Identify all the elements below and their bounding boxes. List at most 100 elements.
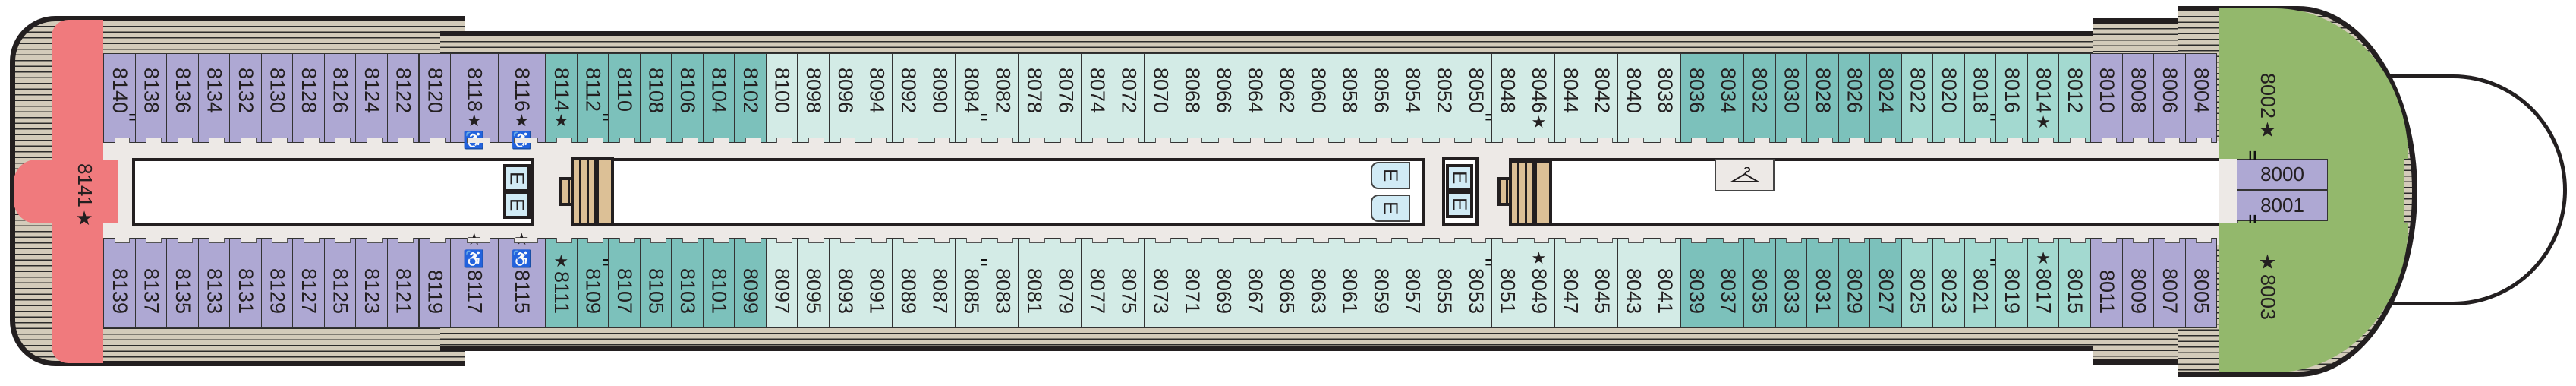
cabin-8019[interactable]: 8019 [1995, 238, 2028, 328]
elevator-aft-2[interactable]: E [503, 191, 531, 219]
cabin-8031[interactable]: 8031 [1806, 238, 1839, 328]
cabin-8023[interactable]: 8023 [1932, 238, 1965, 328]
cabin-8107[interactable]: 8107 [608, 238, 641, 328]
cabin-8049[interactable]: ★8049 [1523, 238, 1555, 328]
elevator-mid-3[interactable]: E [1446, 164, 1473, 191]
cabin-8012[interactable]: 8012 [2058, 53, 2091, 143]
cabin-8092[interactable]: 8092 [892, 53, 924, 143]
cabin-8111[interactable]: ★8111 [545, 238, 578, 328]
cabin-8125[interactable]: 8125 [323, 238, 357, 328]
cabin-8073[interactable]: 8073 [1144, 238, 1177, 328]
cabin-8081[interactable]: 8081 [1018, 238, 1050, 328]
cabin-8097[interactable]: 8097 [765, 238, 798, 328]
cabin-8121[interactable]: 8121 [386, 238, 420, 328]
cabin-8040[interactable]: 8040 [1617, 53, 1650, 143]
cabin-8043[interactable]: 8043 [1617, 238, 1650, 328]
cabin-8015[interactable]: 8015 [2058, 238, 2091, 328]
cabin-8024[interactable]: 8024 [1869, 53, 1902, 143]
cabin-8010[interactable]: 8010 [2090, 53, 2123, 143]
cabin-8018[interactable]: 8018 [1963, 53, 1997, 143]
cabin-8129[interactable]: 8129 [260, 238, 294, 328]
cabin-8008[interactable]: 8008 [2121, 53, 2155, 143]
cabin-8116[interactable]: 8116★♿ [497, 53, 546, 151]
cabin-8075[interactable]: 8075 [1112, 238, 1145, 328]
cabin-8140[interactable]: 8140 [103, 53, 136, 143]
cabin-8089[interactable]: 8089 [892, 238, 924, 328]
cabin-8076[interactable]: 8076 [1049, 53, 1082, 143]
cabin-8085[interactable]: 8085 [955, 238, 987, 328]
cabin-8119[interactable]: 8119 [418, 238, 452, 328]
cabin-8052[interactable]: 8052 [1428, 53, 1460, 143]
cabin-8071[interactable]: 8071 [1176, 238, 1208, 328]
cabin-8057[interactable]: 8057 [1396, 238, 1429, 328]
cabin-8070[interactable]: 8070 [1144, 53, 1177, 143]
cabin-8036[interactable]: 8036 [1680, 53, 1713, 143]
cabin-8120[interactable]: 8120 [418, 53, 452, 143]
cabin-8059[interactable]: 8059 [1365, 238, 1397, 328]
cabin-8094[interactable]: 8094 [860, 53, 893, 143]
cabin-8127[interactable]: 8127 [292, 238, 325, 328]
cabin-8050[interactable]: 8050 [1460, 53, 1492, 143]
cabin-8082[interactable]: 8082 [986, 53, 1019, 143]
cabin-8114[interactable]: 8114★ [545, 53, 578, 143]
cabin-8066[interactable]: 8066 [1207, 53, 1240, 143]
cabin-8139[interactable]: 8139 [103, 238, 136, 328]
cabin-8035[interactable]: 8035 [1743, 238, 1776, 328]
stairs-mid[interactable] [1509, 160, 1536, 226]
cabin-8103[interactable]: 8103 [671, 238, 704, 328]
cabin-8104[interactable]: 8104 [702, 53, 735, 143]
cabin-8068[interactable]: 8068 [1176, 53, 1208, 143]
cabin-8134[interactable]: 8134 [197, 53, 231, 143]
elevator-mid-2[interactable]: E [1371, 195, 1410, 222]
cabin-8074[interactable]: 8074 [1081, 53, 1113, 143]
cabin-8007[interactable]: 8007 [2153, 238, 2186, 328]
cabin-8064[interactable]: 8064 [1239, 53, 1271, 143]
cabin-8090[interactable]: 8090 [923, 53, 956, 143]
elevator-mid-4[interactable]: E [1446, 191, 1473, 218]
cabin-8133[interactable]: 8133 [197, 238, 231, 328]
cabin-8108[interactable]: 8108 [639, 53, 672, 143]
cabin-8033[interactable]: 8033 [1775, 238, 1808, 328]
cabin-8044[interactable]: 8044 [1554, 53, 1587, 143]
cabin-8000[interactable]: 8000 [2237, 159, 2328, 190]
stairs-aft[interactable] [571, 157, 598, 226]
cabin-8004[interactable]: 8004 [2184, 53, 2218, 143]
cabin-8051[interactable]: 8051 [1491, 238, 1524, 328]
cabin-8032[interactable]: 8032 [1743, 53, 1776, 143]
laundry-room[interactable] [1715, 159, 1775, 191]
cabin-8055[interactable]: 8055 [1428, 238, 1460, 328]
cabin-8083[interactable]: 8083 [986, 238, 1019, 328]
cabin-8065[interactable]: 8065 [1270, 238, 1303, 328]
cabin-8026[interactable]: 8026 [1838, 53, 1871, 143]
cabin-8093[interactable]: 8093 [829, 238, 861, 328]
cabin-8112[interactable]: 8112 [576, 53, 609, 143]
cabin-8041[interactable]: 8041 [1649, 238, 1681, 328]
cabin-8016[interactable]: 8016 [1995, 53, 2028, 143]
cabin-8045[interactable]: 8045 [1586, 238, 1618, 328]
cabin-8028[interactable]: 8028 [1806, 53, 1839, 143]
cabin-8056[interactable]: 8056 [1365, 53, 1397, 143]
cabin-8138[interactable]: 8138 [134, 53, 168, 143]
cabin-8100[interactable]: 8100 [765, 53, 798, 143]
cabin-8063[interactable]: 8063 [1302, 238, 1334, 328]
cabin-8025[interactable]: 8025 [1901, 238, 1934, 328]
cabin-8136[interactable]: 8136 [166, 53, 199, 143]
cabin-8022[interactable]: 8022 [1901, 53, 1934, 143]
cabin-8096[interactable]: 8096 [829, 53, 861, 143]
cabin-8084[interactable]: 8084 [955, 53, 987, 143]
cabin-8062[interactable]: 8062 [1270, 53, 1303, 143]
cabin-8060[interactable]: 8060 [1302, 53, 1334, 143]
cabin-8091[interactable]: 8091 [860, 238, 893, 328]
cabin-8124[interactable]: 8124 [355, 53, 388, 143]
cabin-8118[interactable]: 8118★♿ [450, 53, 499, 151]
elevator-aft-1[interactable]: E [503, 164, 531, 192]
cabin-8078[interactable]: 8078 [1018, 53, 1050, 143]
cabin-8122[interactable]: 8122 [386, 53, 420, 143]
cabin-8079[interactable]: 8079 [1049, 238, 1082, 328]
cabin-8099[interactable]: 8099 [734, 238, 767, 328]
cabin-8021[interactable]: 8021 [1963, 238, 1997, 328]
cabin-8135[interactable]: 8135 [166, 238, 199, 328]
cabin-8132[interactable]: 8132 [229, 53, 262, 143]
cabin-8039[interactable]: 8039 [1680, 238, 1713, 328]
cabin-8006[interactable]: 8006 [2153, 53, 2186, 143]
